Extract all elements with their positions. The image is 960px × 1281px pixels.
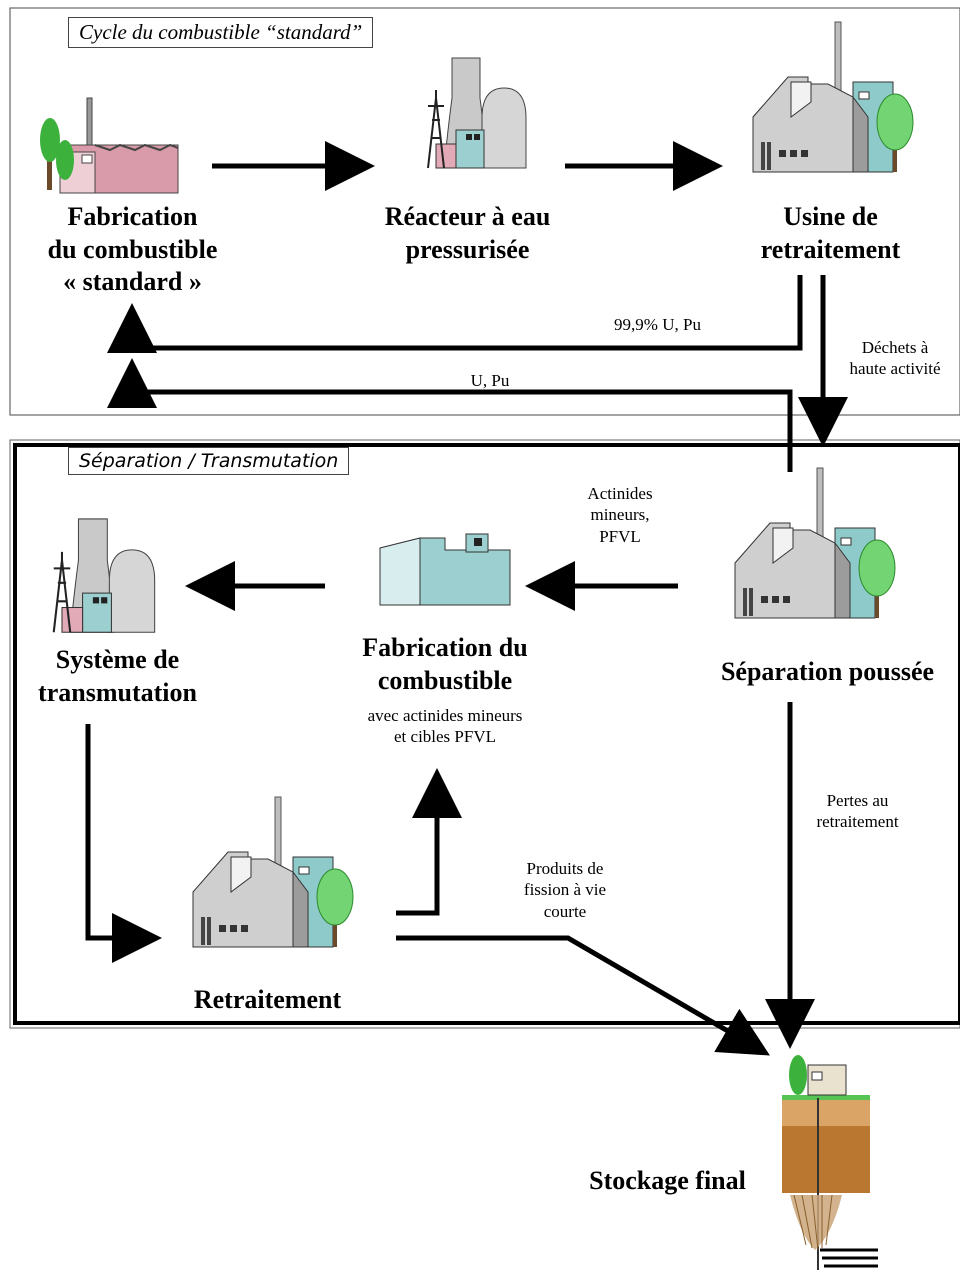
label-line: Retraitement [193, 985, 342, 1014]
transmutation-system-icon [52, 517, 156, 634]
separation-title: Séparation / Transmutation [68, 447, 350, 475]
arrow-retraitement-to-fabrication [396, 768, 462, 916]
label-line: Séparation poussée [720, 657, 935, 686]
node-transmutation: Système de transmutation [10, 644, 225, 709]
standard-cycle-title: Cycle du combustible “standard” [68, 17, 374, 48]
node-reacteur: Réacteur à eau pressurisée [355, 201, 580, 266]
node-fabrication-pfvl: Fabrication du combustible [320, 632, 570, 697]
label-line: Usine de [783, 202, 878, 231]
label-line: Fabrication [67, 202, 198, 231]
label-line: et cibles PFVL [394, 727, 496, 747]
label-line: avec actinides mineurs [367, 706, 523, 725]
node-fabrication-pfvl-sub: avec actinides mineurs et cibles PFVL [320, 705, 570, 748]
label-line: Produits de [526, 859, 604, 878]
label-line: Système de [55, 645, 180, 674]
advanced-separation-plant-icon [734, 467, 896, 619]
label-line: courte [543, 901, 587, 921]
label-line: retraitement [816, 812, 899, 832]
flow-u-pu: U, Pu [470, 371, 510, 390]
node-retraitement: Retraitement [160, 984, 375, 1017]
label-line: Déchets à [861, 338, 929, 357]
reprocessing-plant-icon [752, 21, 914, 173]
flow-produits: Produits de fission à vie courte [495, 858, 635, 922]
node-stockage: Stockage final [565, 1165, 770, 1198]
label-line: transmutation [38, 677, 197, 707]
standard-cycle-frame [9, 7, 960, 416]
separation-frame-inner [13, 443, 960, 1025]
label-line: Stockage final [589, 1166, 746, 1195]
label-line: Actinides [587, 484, 653, 503]
label-line: Fabrication du [362, 633, 528, 662]
label-line: mineurs, [590, 505, 650, 525]
reprocessing-plant-2-icon [192, 796, 354, 948]
label-line: pressurisée [405, 234, 530, 264]
label-line: « standard » [63, 267, 202, 296]
label-line: du combustible [47, 234, 218, 264]
reactor-icon [427, 57, 527, 169]
label-line: retraitement [760, 234, 901, 264]
fabrication-std-icon [40, 97, 179, 194]
arrow-produits-fission [396, 935, 770, 1056]
separation-frame-outer [9, 439, 960, 1029]
arrow-u-pu [107, 358, 793, 472]
node-usine: Usine de retraitement [718, 201, 943, 266]
label-line: Réacteur à eau [384, 202, 551, 231]
node-fabrication-std: Fabrication du combustible « standard » [20, 201, 245, 299]
flow-dechets: Déchets à haute activité [830, 337, 960, 380]
flow-pertes: Pertes au retraitement [790, 790, 925, 833]
label-line: fission à vie [523, 880, 607, 900]
arrow-to-retraitement [85, 724, 162, 963]
final-storage-icon [782, 1055, 878, 1270]
label-line: haute activité [849, 359, 941, 379]
flow-recycle-99: 99,9% U, Pu [614, 315, 701, 334]
flow-actinides: Actinides mineurs, PFVL [555, 483, 685, 547]
label-line: Pertes au [826, 791, 889, 810]
fuel-fabrication-pfvl-icon [379, 533, 511, 606]
label-line: combustible [377, 665, 513, 695]
node-separation: Séparation poussée [695, 656, 960, 689]
label-line: PFVL [599, 526, 641, 546]
arrow-recycle-99 [107, 275, 803, 353]
